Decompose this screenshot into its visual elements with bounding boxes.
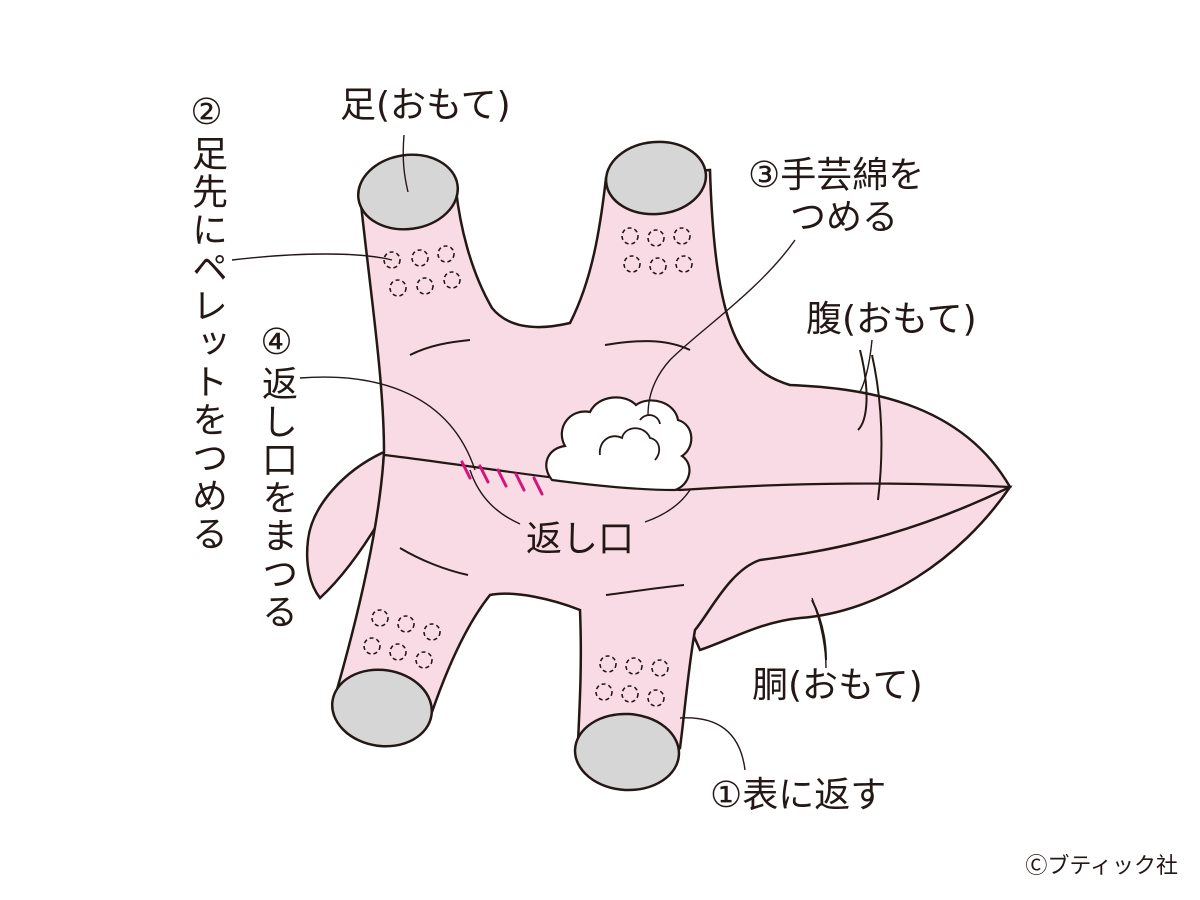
leader-lines bbox=[231, 134, 873, 771]
label-step3-line1: ③手芸綿を bbox=[748, 155, 925, 196]
pellets-top-left bbox=[383, 245, 461, 297]
label-step4: ④返し口をまつる bbox=[256, 322, 297, 631]
label-step3-line2: つめる bbox=[790, 197, 899, 238]
label-foot-front: 足(おもて) bbox=[340, 85, 511, 126]
label-belly-front: 腹(おもて) bbox=[806, 299, 977, 340]
crease-upper-mid bbox=[604, 340, 691, 351]
leader-torso bbox=[811, 597, 827, 669]
crease-lower-mid bbox=[605, 584, 685, 596]
leader-opening-left bbox=[469, 469, 521, 525]
cotton-detail bbox=[598, 427, 661, 461]
pellets-top-right bbox=[621, 227, 693, 275]
crease-lower-left bbox=[399, 547, 469, 576]
leader-step1 bbox=[679, 717, 746, 771]
leader-step2 bbox=[231, 253, 393, 261]
center-seam bbox=[383, 453, 1011, 492]
pellets-bottom-right bbox=[595, 655, 669, 707]
leader-foot-front bbox=[402, 134, 409, 193]
left-flap bbox=[305, 449, 386, 600]
copyright-text: Ⓒブティック社 bbox=[1025, 854, 1178, 879]
leader-step3 bbox=[647, 239, 796, 416]
foot-top-right bbox=[604, 140, 708, 216]
whipstitch bbox=[460, 460, 544, 496]
foot-bottom-left bbox=[330, 668, 434, 748]
cotton-stuffing-icon bbox=[545, 396, 693, 492]
leader-opening-right bbox=[644, 489, 691, 523]
label-step1: ①表に返す bbox=[710, 775, 887, 816]
label-opening: 返し口 bbox=[526, 519, 635, 560]
belly-fold-2 bbox=[871, 354, 883, 501]
label-step2: ②足先にペレットをつめる bbox=[186, 92, 227, 553]
foot-bottom-right bbox=[573, 712, 681, 792]
label-torso-front: 胴(おもて) bbox=[752, 665, 923, 706]
cotton-detail-2 bbox=[639, 414, 661, 425]
crease-upper-left bbox=[409, 339, 471, 356]
belly-fold bbox=[857, 349, 868, 431]
leader-belly bbox=[859, 339, 873, 393]
leader-step4 bbox=[299, 376, 476, 471]
pellets-bottom-left bbox=[363, 609, 441, 669]
